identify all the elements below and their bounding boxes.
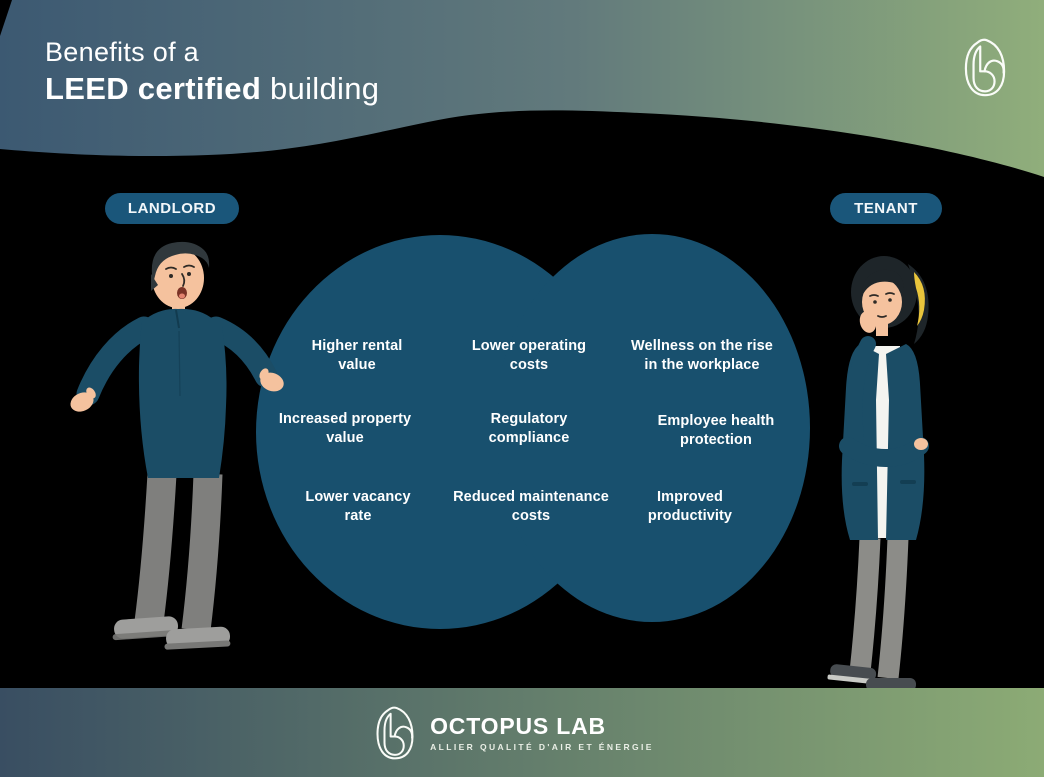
footer-text-block: OCTOPUS LAB ALLIER QUALITÉ D'AIR ET ÉNER…	[430, 714, 654, 752]
benefit-label-regulatory-compliance: Regulatory compliance	[488, 411, 570, 446]
benefit-label-employee-health-protection: Employee health protection	[657, 413, 775, 448]
page-title: Benefits of a LEED certified building	[45, 36, 379, 108]
tenant-illustration	[827, 256, 929, 690]
header-wave-background	[0, 0, 1044, 177]
title-line-2-rest: building	[261, 71, 380, 106]
footer: OCTOPUS LAB ALLIER QUALITÉ D'AIR ET ÉNER…	[0, 688, 1044, 777]
landlord-illustration	[70, 241, 284, 650]
benefit-label-higher-rental-value: Higher rental value	[311, 338, 403, 373]
title-line-2-bold: LEED certified	[45, 71, 262, 106]
landlord-badge: LANDLORD	[105, 193, 239, 224]
benefit-label-increased-property-value: Increased property value	[278, 411, 412, 446]
octopus-lab-footer-logo-icon	[376, 706, 414, 759]
venn-tenant-circle	[494, 234, 810, 622]
benefit-label-lower-operating-costs: Lower operating costs	[471, 338, 587, 373]
tenant-badge: TENANT	[830, 193, 942, 224]
benefit-label-reduced-maintenance-costs: Reduced maintenance costs	[453, 489, 609, 524]
footer-brand-name: OCTOPUS LAB	[430, 712, 606, 739]
footer-brand-lockup: OCTOPUS LAB ALLIER QUALITÉ D'AIR ET ÉNER…	[374, 704, 654, 762]
benefit-label-wellness-on-the-rise: Wellness on the rise in the workplace	[631, 338, 773, 373]
benefit-label-lower-vacancy-rate: Lower vacancy rate	[305, 489, 411, 524]
title-line-2: LEED certified building	[45, 70, 379, 108]
footer-tagline: ALLIER QUALITÉ D'AIR ET ÉNERGIE	[430, 741, 654, 752]
benefit-label-improved-productivity: Improved productivity	[647, 489, 733, 524]
octopus-lab-monogram-icon	[964, 38, 1006, 97]
title-line-1: Benefits of a	[45, 37, 199, 67]
